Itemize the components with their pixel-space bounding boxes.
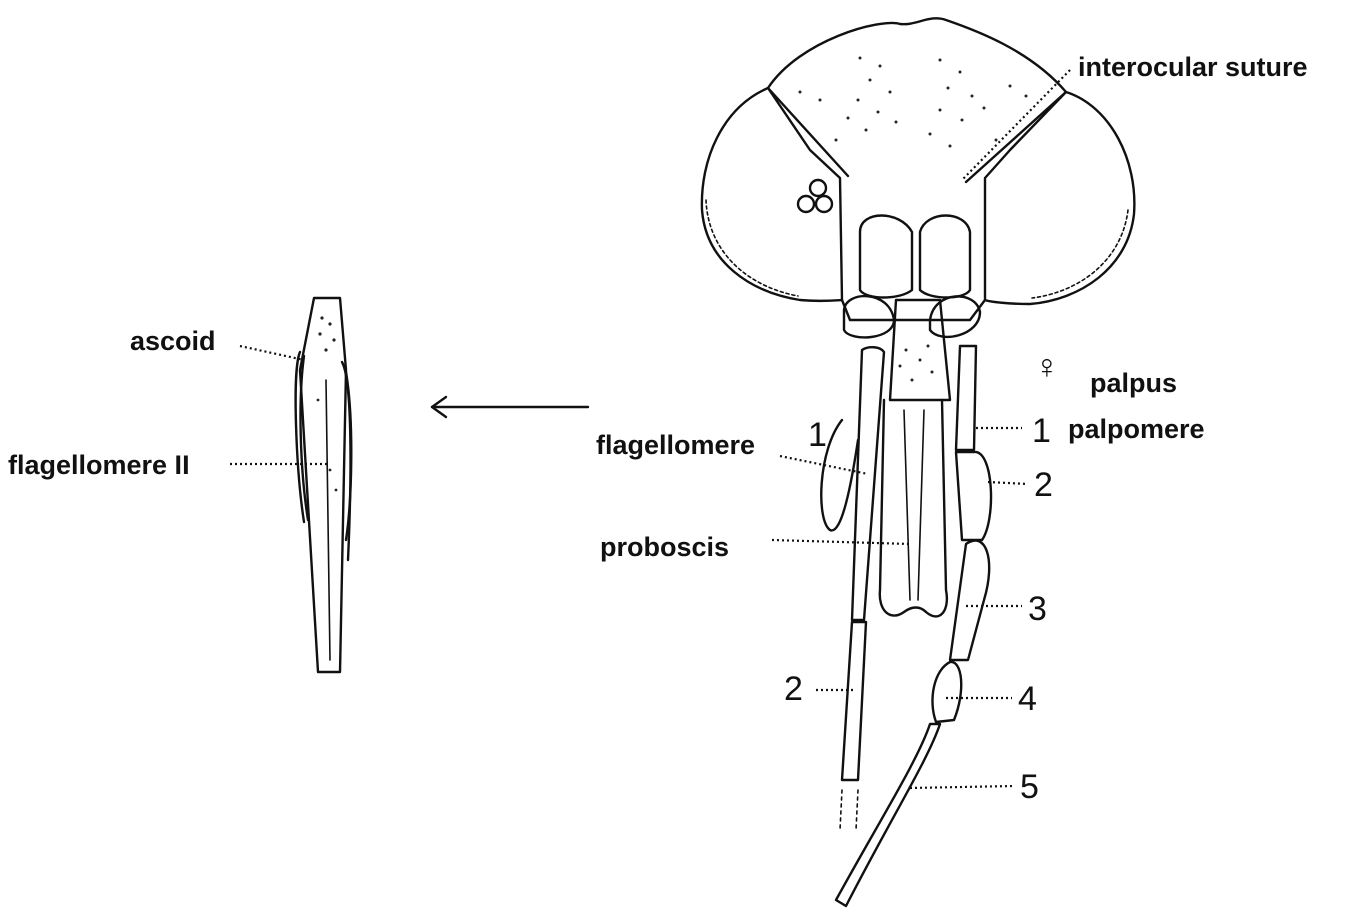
palpomere-2-leader [988,482,1028,484]
flagellomere-number-2: 2 [784,670,803,708]
antenna-drawing [821,347,884,830]
interocular-suture-leader [962,70,1070,180]
palpomere-label: palpomere [1068,414,1205,444]
interocular-suture-label: interocular suture [1078,52,1308,82]
flagellomere-detail-drawing [296,298,352,672]
ascoid-leader [240,346,304,360]
flagellomere-label: flagellomere [596,430,755,460]
proboscis-label: proboscis [600,532,729,562]
palpomere-number-4: 4 [1018,680,1037,718]
palpomere-number-2: 2 [1034,466,1053,504]
palpomere-number-1: 1 [1032,412,1051,450]
ascoid-label: ascoid [130,326,216,356]
head-drawing [702,18,1135,400]
proboscis-drawing [880,400,947,616]
proboscis-leader [772,540,910,544]
flagellomere-number-1: 1 [808,416,827,454]
flagellomere-ii-label: flagellomere II [8,450,190,480]
female-symbol: ♀ [1034,348,1060,386]
arrow-icon [432,397,588,417]
palpomere-number-3: 3 [1028,590,1047,628]
palpus-label: palpus [1090,368,1177,398]
palpomere-5-leader [910,786,1014,788]
palpomere-number-5: 5 [1020,768,1039,806]
